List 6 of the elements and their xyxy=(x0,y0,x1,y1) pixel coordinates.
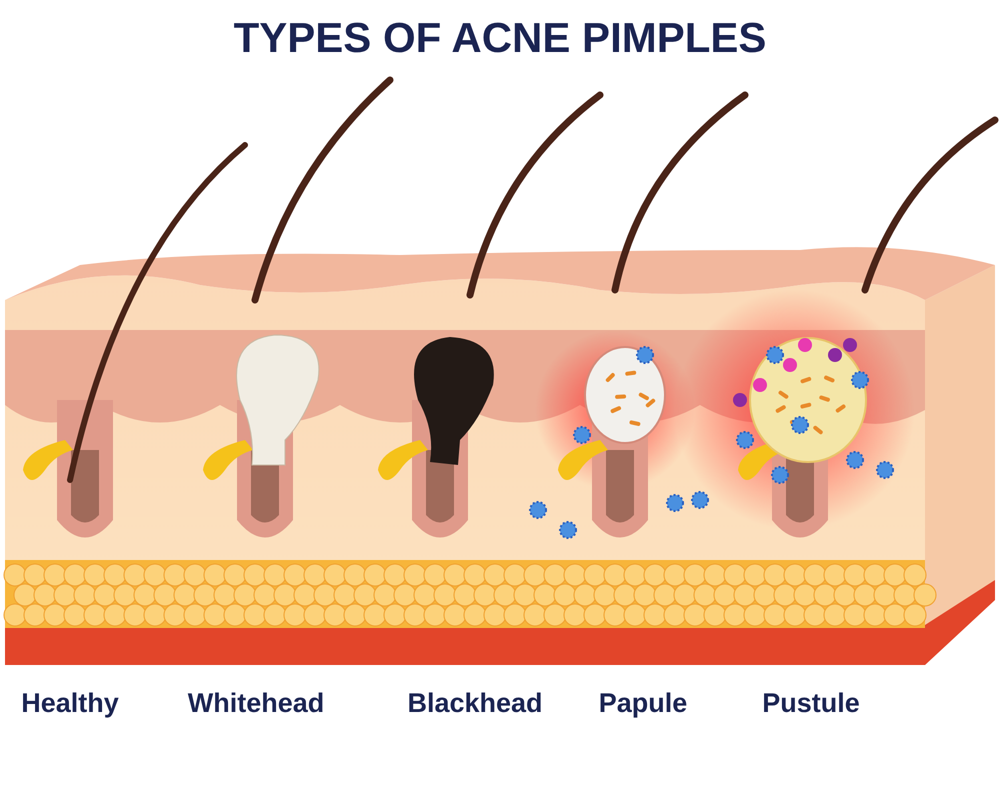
type-label: Healthy xyxy=(21,688,119,719)
type-label: Papule xyxy=(598,688,688,719)
type-label: Whitehead xyxy=(188,688,324,719)
type-label: Blackhead xyxy=(407,688,543,719)
type-label: Pustule xyxy=(762,688,860,719)
title: TYPES OF ACNE PIMPLES xyxy=(234,14,766,62)
